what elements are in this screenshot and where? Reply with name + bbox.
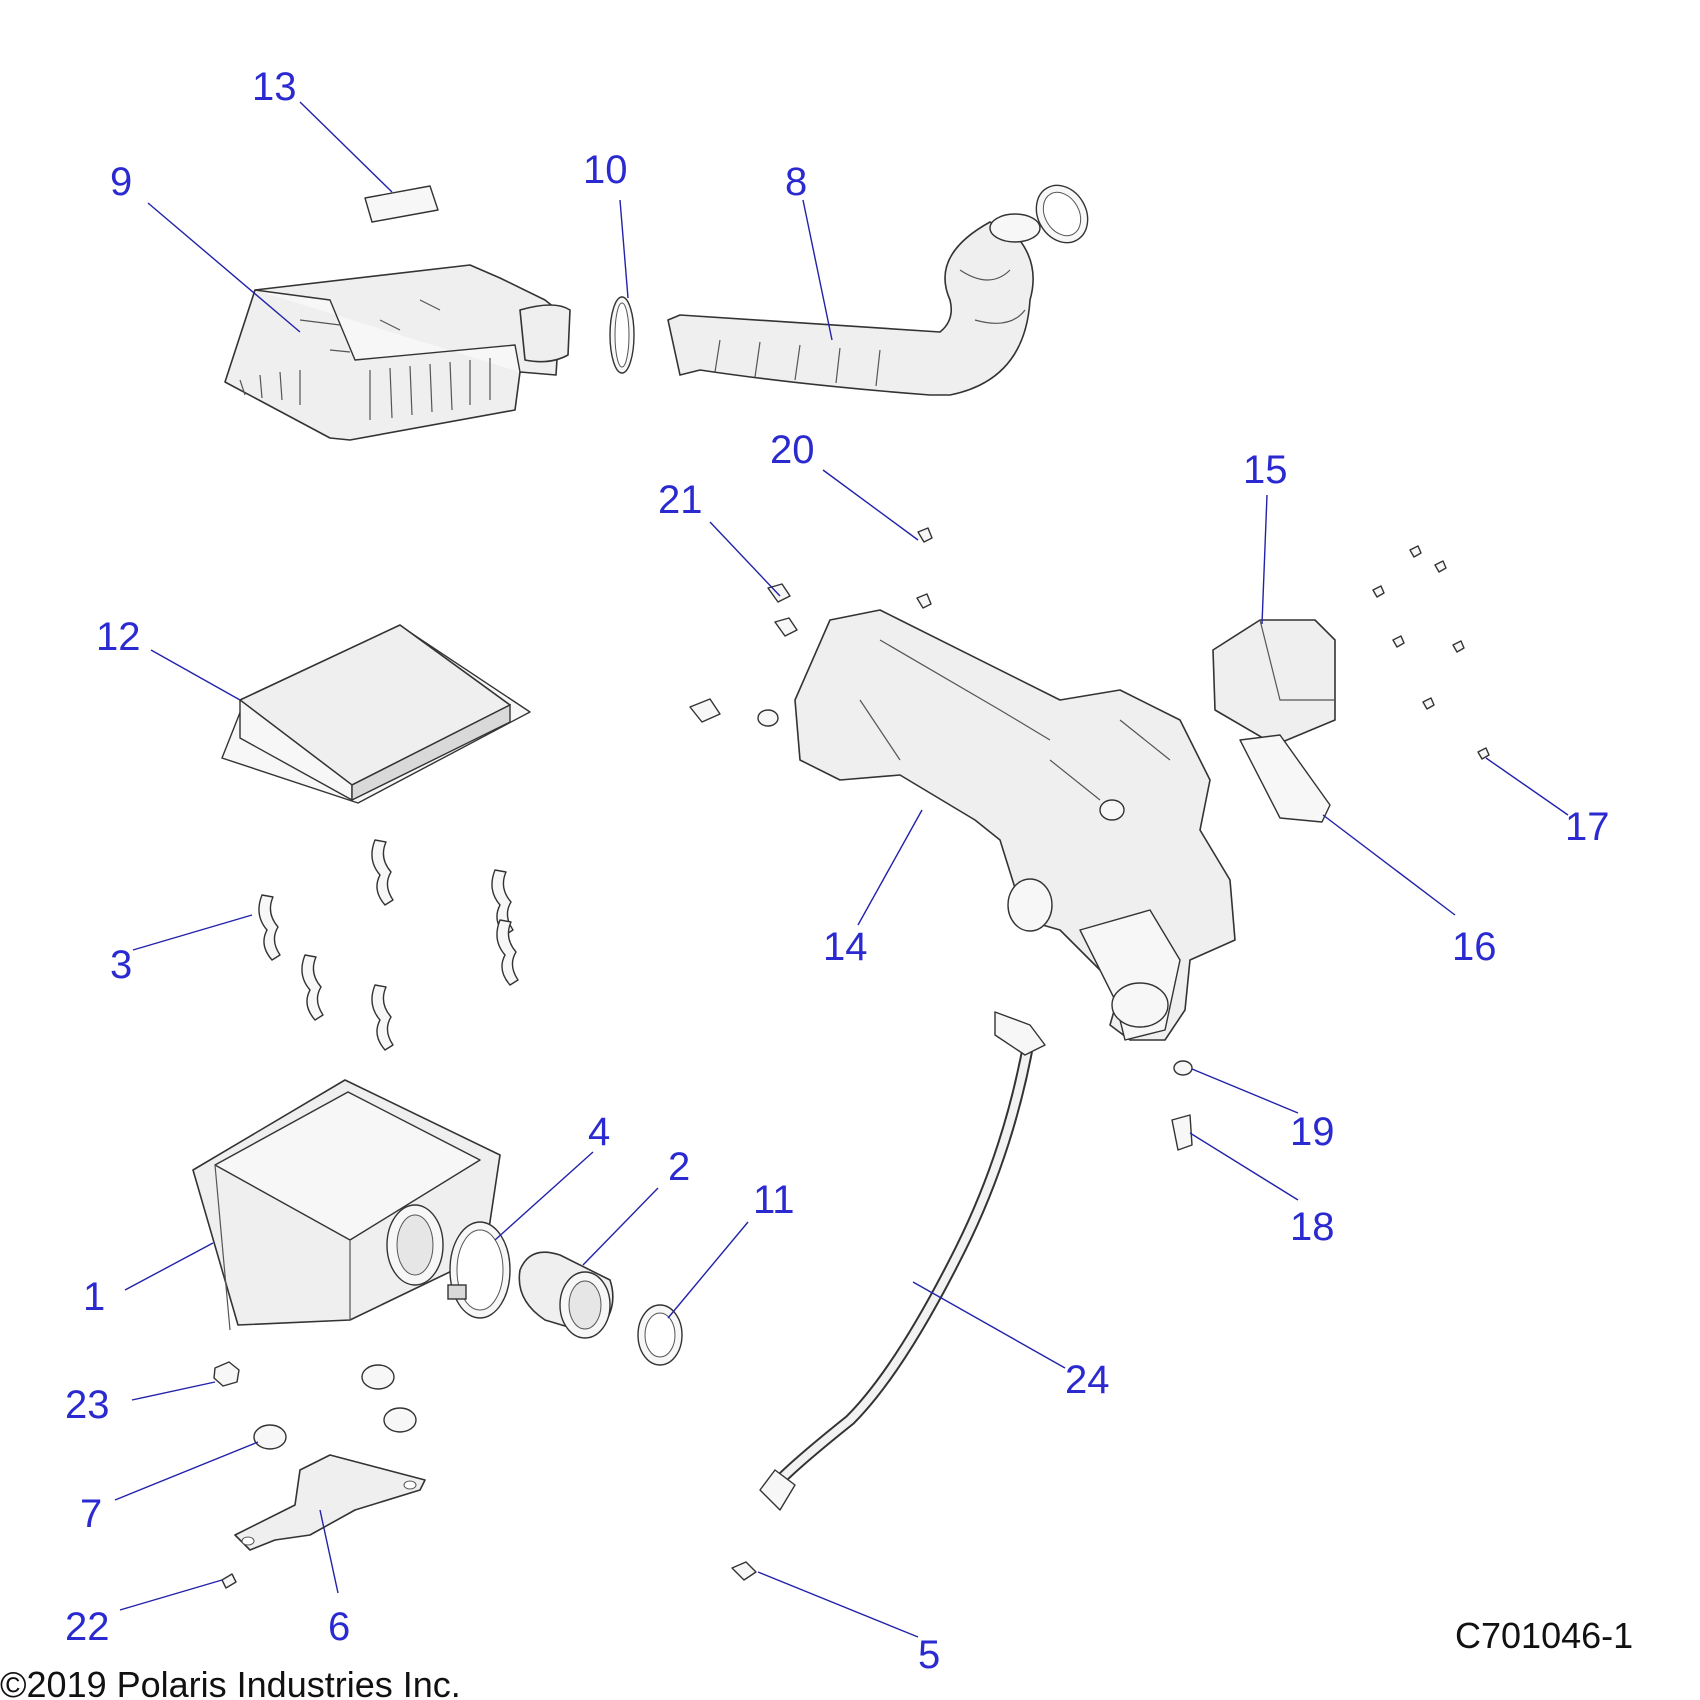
clamp-lower-part[interactable] bbox=[637, 1304, 683, 1366]
hose-clamp-part[interactable] bbox=[731, 1561, 757, 1581]
airbox-cover-part[interactable] bbox=[224, 264, 571, 441]
copyright: ©2019 Polaris Industries Inc. bbox=[0, 1664, 461, 1700]
callout-16: 16 bbox=[1452, 925, 1497, 969]
large-clamp-upper-part[interactable] bbox=[1026, 176, 1098, 252]
callout-18: 18 bbox=[1290, 1205, 1335, 1249]
drain-tube-part[interactable] bbox=[759, 1011, 1046, 1511]
small-clamp-part[interactable] bbox=[609, 296, 635, 374]
callout-15: 15 bbox=[1243, 448, 1288, 492]
pre-filter-part[interactable] bbox=[1212, 619, 1336, 746]
callout-12: 12 bbox=[96, 615, 141, 659]
leader-lines bbox=[114, 101, 1569, 1638]
screws-right-part[interactable] bbox=[1372, 545, 1490, 760]
nut-part[interactable] bbox=[213, 1361, 240, 1387]
callout-22: 22 bbox=[65, 1605, 110, 1649]
callout-8: 8 bbox=[785, 160, 807, 204]
decal-part[interactable] bbox=[364, 185, 439, 223]
fitting-part[interactable] bbox=[689, 583, 798, 727]
drawing-id: C701046-1 bbox=[1455, 1615, 1633, 1656]
filter-element-part[interactable] bbox=[1239, 734, 1331, 823]
callout-21: 21 bbox=[658, 478, 703, 522]
callout-23: 23 bbox=[65, 1383, 110, 1427]
intake-duct-part[interactable] bbox=[667, 213, 1041, 396]
callout-24: 24 bbox=[1065, 1358, 1110, 1402]
callout-14: 14 bbox=[823, 925, 868, 969]
callout-13: 13 bbox=[252, 65, 297, 109]
callout-6: 6 bbox=[328, 1605, 350, 1649]
clips-part[interactable] bbox=[258, 839, 519, 1051]
callout-9: 9 bbox=[110, 160, 132, 204]
callout-19: 19 bbox=[1290, 1110, 1335, 1154]
valve-part[interactable] bbox=[1171, 1114, 1193, 1151]
coupler-part[interactable] bbox=[518, 1251, 614, 1339]
callout-5: 5 bbox=[918, 1633, 940, 1677]
callout-10: 10 bbox=[583, 148, 628, 192]
callout-1: 1 bbox=[83, 1275, 105, 1319]
screws-part[interactable] bbox=[916, 527, 933, 609]
callout-7: 7 bbox=[80, 1492, 102, 1536]
screw-part[interactable] bbox=[221, 1573, 237, 1589]
callout-17: 17 bbox=[1565, 805, 1610, 849]
housing-part[interactable] bbox=[794, 609, 1236, 1041]
callout-4: 4 bbox=[588, 1110, 610, 1154]
callout-numbers: 13 9 10 8 20 21 15 12 17 14 16 3 4 19 2 … bbox=[65, 65, 1610, 1677]
air-filter-part[interactable] bbox=[221, 624, 531, 804]
plug-part[interactable] bbox=[1173, 1060, 1193, 1076]
callout-3: 3 bbox=[110, 943, 132, 987]
clamp-part[interactable] bbox=[447, 1221, 511, 1319]
callout-11: 11 bbox=[753, 1178, 795, 1222]
bracket-part[interactable] bbox=[234, 1454, 426, 1551]
grommets-part[interactable] bbox=[253, 1364, 417, 1450]
callout-2: 2 bbox=[668, 1145, 690, 1189]
callout-20: 20 bbox=[770, 428, 815, 472]
